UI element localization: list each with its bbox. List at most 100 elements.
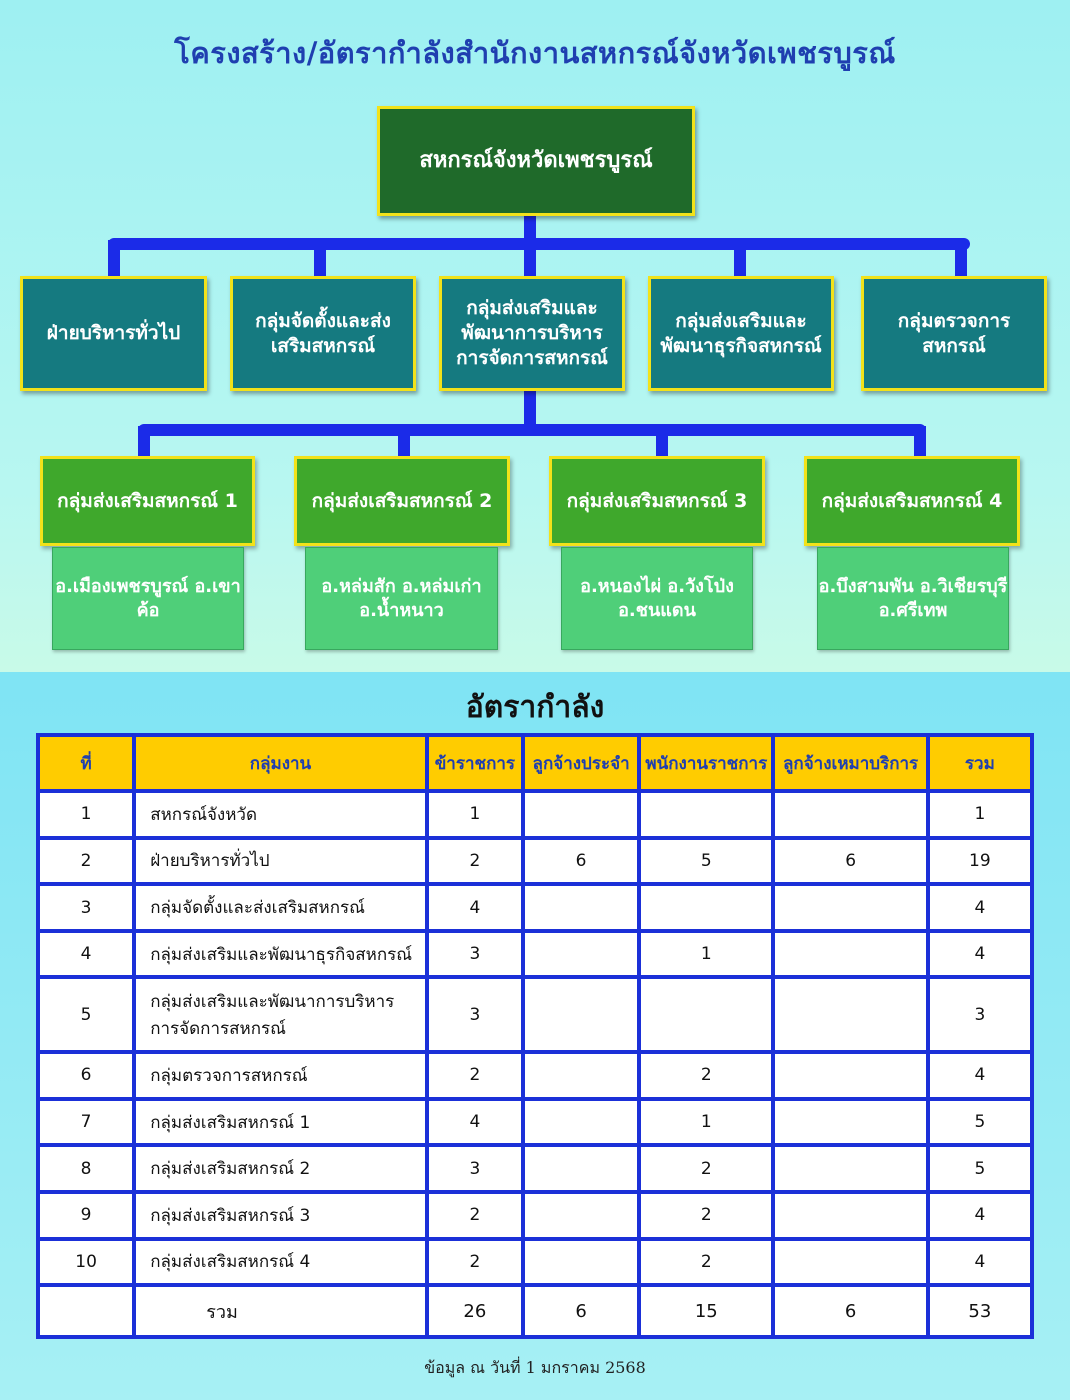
cell-permanent-employee: 6 xyxy=(524,839,638,883)
cell-civil-servant: 26 xyxy=(428,1287,521,1335)
cell-civil-servant: 2 xyxy=(428,839,521,883)
cell-civil-servant: 4 xyxy=(428,1100,521,1144)
cell-contract-service xyxy=(775,1100,926,1144)
cell-permanent-employee: 6 xyxy=(524,1287,638,1335)
connector-l3-1 xyxy=(138,426,150,456)
cell-permanent-employee xyxy=(524,1240,638,1284)
org-business-dev-group: กลุ่มส่งเสริมและพัฒนาธุรกิจสหกรณ์ xyxy=(648,276,834,391)
cell-government-employee xyxy=(641,793,772,836)
cell-contract-service xyxy=(775,979,926,1051)
cell-total-label: รวม xyxy=(136,1287,425,1335)
org-promotion-group-2: กลุ่มส่งเสริมสหกรณ์ 2 xyxy=(294,456,510,546)
districts-group-4: อ.บึงสามพัน อ.วิเชียรบุรี อ.ศรีเทพ xyxy=(817,547,1009,650)
page-title: โครงสร้าง/อัตรากำลังสำนักงานสหกรณ์จังหวั… xyxy=(174,36,896,70)
cell-group: กลุ่มจัดตั้งและส่งเสริมสหกรณ์ xyxy=(136,886,425,929)
col-header-permanent-employee: ลูกจ้างประจำ xyxy=(524,737,638,789)
cell-total: 1 xyxy=(929,793,1030,836)
cell-contract-service xyxy=(775,1054,926,1097)
cell-total: 5 xyxy=(929,1100,1030,1144)
cell-group: กลุ่มส่งเสริมและพัฒนาการบริหารการจัดการส… xyxy=(136,979,425,1051)
cell-contract-service xyxy=(775,793,926,836)
cell-government-employee: 1 xyxy=(641,1100,772,1144)
districts-group-1: อ.เมืองเพชรบูรณ์ อ.เขาค้อ xyxy=(52,547,244,650)
cell-total: 4 xyxy=(929,1193,1030,1237)
cell-contract-service xyxy=(775,1147,926,1190)
cell-contract-service xyxy=(775,932,926,976)
org-promotion-group-4: กลุ่มส่งเสริมสหกรณ์ 4 xyxy=(804,456,1020,546)
cell-permanent-employee xyxy=(524,1100,638,1144)
cell-total: 4 xyxy=(929,1054,1030,1097)
cell-government-employee: 5 xyxy=(641,839,772,883)
cell-group: กลุ่มส่งเสริมและพัฒนาธุรกิจสหกรณ์ xyxy=(136,932,425,976)
data-date-note: ข้อมูล ณ วันที่ 1 มกราคม 2568 xyxy=(424,1358,646,1377)
cell-government-employee: 2 xyxy=(641,1054,772,1097)
connector-l3-2 xyxy=(398,426,410,456)
connector-l2-2 xyxy=(314,240,326,276)
col-header-civil-servant: ข้าราชการ xyxy=(428,737,521,789)
cell-no: 4 xyxy=(40,932,133,976)
cell-group: กลุ่มตรวจการสหกรณ์ xyxy=(136,1054,425,1097)
cell-permanent-employee xyxy=(524,1054,638,1097)
cell-contract-service xyxy=(775,886,926,929)
org-establishment-group: กลุ่มจัดตั้งและส่งเสริมสหกรณ์ xyxy=(230,276,416,391)
cell-total: 4 xyxy=(929,932,1030,976)
cell-permanent-employee xyxy=(524,1193,638,1237)
cell-civil-servant: 3 xyxy=(428,979,521,1051)
cell-no: 9 xyxy=(40,1193,133,1237)
connector-l2-4 xyxy=(734,240,746,276)
cell-civil-servant: 3 xyxy=(428,1147,521,1190)
cell-total: 3 xyxy=(929,979,1030,1051)
connector-l2-1 xyxy=(108,240,120,276)
cell-no: 5 xyxy=(40,979,133,1051)
org-promotion-group-1: กลุ่มส่งเสริมสหกรณ์ 1 xyxy=(40,456,255,546)
cell-civil-servant: 2 xyxy=(428,1240,521,1284)
cell-no: 1 xyxy=(40,793,133,836)
cell-permanent-employee xyxy=(524,886,638,929)
cell-civil-servant: 3 xyxy=(428,932,521,976)
cell-group: กลุ่มส่งเสริมสหกรณ์ 3 xyxy=(136,1193,425,1237)
cell-group: กลุ่มส่งเสริมสหกรณ์ 1 xyxy=(136,1100,425,1144)
cell-government-employee: 15 xyxy=(641,1287,772,1335)
connector-l2-5 xyxy=(955,240,967,276)
cell-civil-servant: 2 xyxy=(428,1054,521,1097)
cell-contract-service xyxy=(775,1240,926,1284)
org-inspection-group: กลุ่มตรวจการสหกรณ์ xyxy=(861,276,1047,391)
cell-no xyxy=(40,1287,133,1335)
districts-group-3: อ.หนองไผ่ อ.วังโป่ง อ.ชนแดน xyxy=(561,547,753,650)
cell-permanent-employee xyxy=(524,932,638,976)
org-management-dev-group: กลุ่มส่งเสริมและพัฒนาการบริหารการจัดการส… xyxy=(439,276,625,391)
cell-civil-servant: 4 xyxy=(428,886,521,929)
cell-group: ฝ่ายบริหารทั่วไป xyxy=(136,839,425,883)
cell-no: 2 xyxy=(40,839,133,883)
connector-l3-4 xyxy=(914,426,926,456)
cell-government-employee: 2 xyxy=(641,1193,772,1237)
cell-government-employee: 2 xyxy=(641,1147,772,1190)
cell-government-employee xyxy=(641,979,772,1051)
connector-l3-3 xyxy=(656,426,668,456)
cell-permanent-employee xyxy=(524,1147,638,1190)
cell-no: 7 xyxy=(40,1100,133,1144)
org-root-box: สหกรณ์จังหวัดเพชรบูรณ์ xyxy=(377,106,695,216)
connector-mid-down xyxy=(524,391,536,431)
col-header-no: ที่ xyxy=(40,737,133,789)
cell-group: กลุ่มส่งเสริมสหกรณ์ 2 xyxy=(136,1147,425,1190)
col-header-group: กลุ่มงาน xyxy=(136,737,425,789)
connector-level2-bar xyxy=(108,238,970,250)
connector-l2-3 xyxy=(524,240,536,276)
col-header-contract-service: ลูกจ้างเหมาบริการ xyxy=(775,737,926,789)
cell-total: 19 xyxy=(929,839,1030,883)
col-header-total: รวม xyxy=(929,737,1030,789)
cell-permanent-employee xyxy=(524,979,638,1051)
cell-contract-service xyxy=(775,1193,926,1237)
cell-government-employee xyxy=(641,886,772,929)
cell-no: 3 xyxy=(40,886,133,929)
cell-government-employee: 1 xyxy=(641,932,772,976)
